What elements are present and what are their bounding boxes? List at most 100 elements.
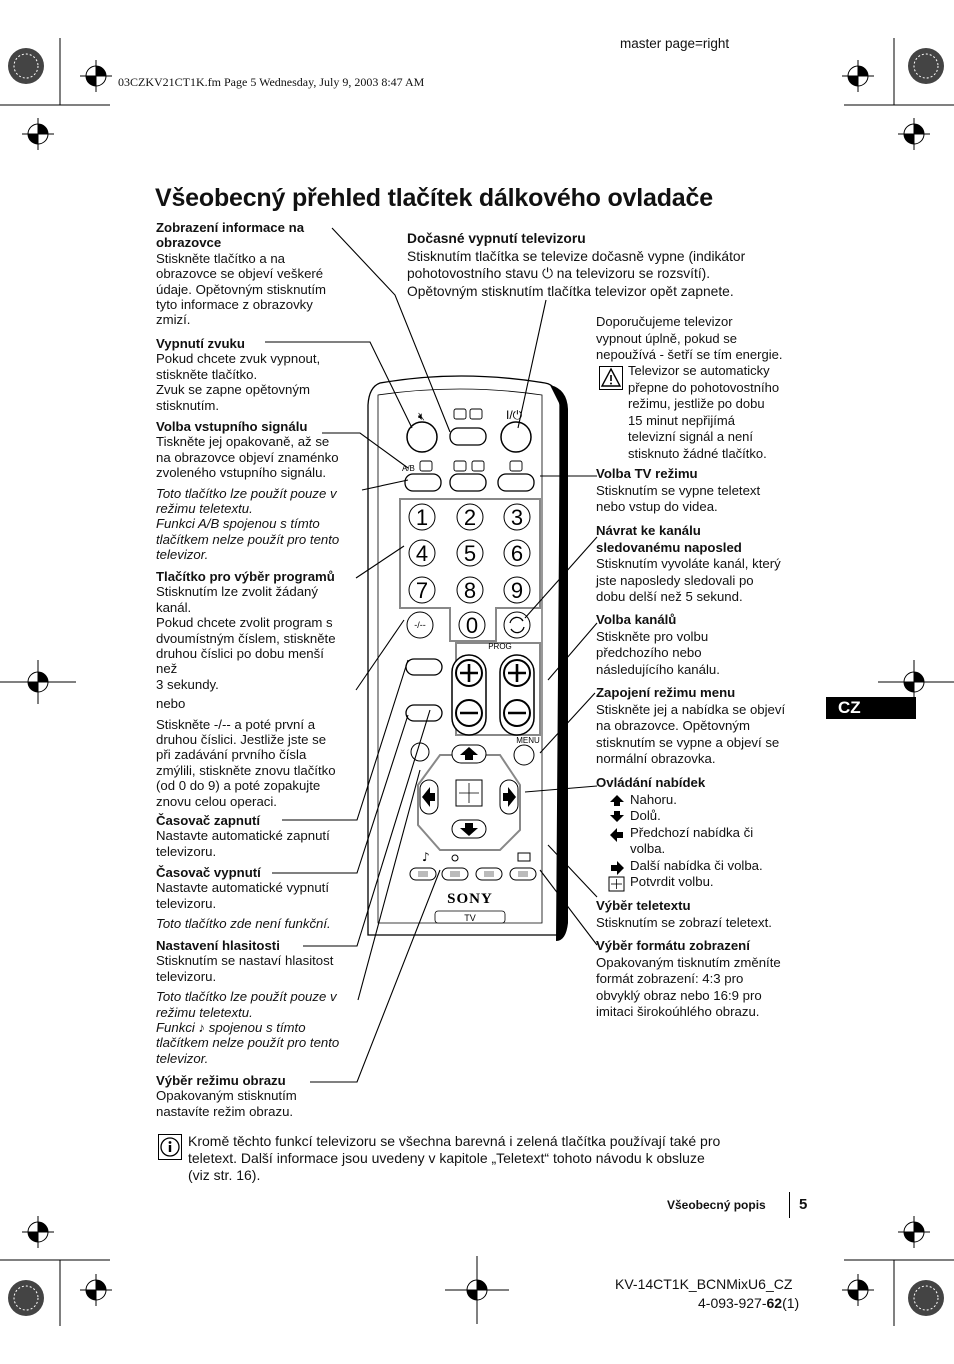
mute-title: Vypnutí zvuku: [156, 336, 245, 351]
timer-off-title: Časovač vypnutí: [156, 865, 261, 880]
digit-9: 9: [511, 578, 523, 603]
digit-1: 1: [416, 505, 428, 530]
tv-mode-annotation: Volba TV režimu Stisknutím se vypne tele…: [596, 466, 806, 516]
power-label: I/⏻: [506, 408, 523, 422]
footer-code-bold: 62: [766, 1295, 783, 1311]
program-line: kanál.: [156, 599, 192, 615]
mute-line: Zvuk se zapne opětovným: [156, 382, 310, 398]
last-channel-line: Stisknutím vyvoláte kanál, který: [596, 556, 781, 571]
input-note: Funkci A/B spojenou s tímto: [156, 516, 320, 532]
format-line: imitaci širokoúhlého obrazu.: [596, 1004, 760, 1019]
picture-title: Výběr režimu obrazu: [156, 1073, 286, 1088]
last-channel-annotation: Návrat ke kanálu sledovanému naposled St…: [596, 523, 806, 606]
menu-control-item-ok: Potvrdit volbu.: [630, 874, 714, 889]
program-line2: druhou číslici. Jestliže jste se: [156, 732, 327, 748]
warning-note: Televizor se automaticky přepne do pohot…: [628, 363, 808, 462]
menu-line: Stiskněte jej a nabídka se objeví: [596, 701, 786, 717]
menu-control-item-next: Další nabídka či volba.: [630, 857, 763, 873]
volume-annotation: Nastavení hlasitosti Stisknutím se nasta…: [156, 938, 361, 1066]
timer-off-annotation: Časovač vypnutí Nastavte automatické vyp…: [156, 865, 361, 932]
info-display-line: obrazovce se objeví veškeré: [156, 266, 324, 282]
menu-arrow-icons: [608, 795, 625, 892]
menu-line: stisknutím se vypne a objeví se: [596, 734, 780, 750]
input-line: na obrazovce objeví znaménko: [156, 449, 339, 465]
footer-divider: [789, 1192, 790, 1218]
digit-5: 5: [464, 541, 476, 566]
program-line: Stisknutím lze zvolit žádaný: [156, 584, 318, 600]
warning-line: režimu, jestliže po dobu: [628, 396, 765, 411]
program-line: 3 sekundy.: [156, 676, 219, 692]
master-page-label: master page=right: [620, 36, 730, 51]
channel-line: následujícího kanálu.: [596, 661, 720, 677]
menu-label: MENU: [516, 736, 540, 745]
menu-control-annotation: Ovládání nabídek Nahoru. Dolů. Předchozí…: [596, 775, 806, 891]
timer-off-note: Toto tlačítko zde není funkční.: [156, 916, 331, 932]
info-display-title-2: obrazovce: [156, 235, 222, 251]
digit-4: 4: [416, 541, 428, 566]
footer-section: Všeobecný popis: [667, 1198, 766, 1212]
channel-line: předchozího nebo: [596, 645, 702, 660]
teletext-annotation: Výběr teletextu Stisknutím se zobrazí te…: [596, 898, 806, 931]
footer-code: 4-093-927-62(1): [698, 1295, 799, 1311]
page-title: Všeobecný přehled tlačítek dálkového ovl…: [155, 184, 713, 212]
remote-control-illustration: 🔇︎ I/⏻ A/B 1 2 3 4 5 6 7 8 9 0 -/-- PROG: [367, 375, 568, 941]
volume-note: tlačítkem nelze použít pro tento: [156, 1035, 340, 1051]
format-annotation: Výběr formátu zobrazení Opakovaným tiskn…: [596, 938, 806, 1021]
bottom-info-line: Kromě těchto funkcí televizoru se všechn…: [188, 1133, 721, 1149]
info-display-line: údaje. Opětovným stisknutím: [156, 281, 327, 297]
footer-code-prefix: 4-093-927-: [698, 1295, 767, 1311]
input-title: Volba vstupního signálu: [156, 419, 308, 434]
timer-on-title: Časovač zapnutí: [156, 813, 261, 828]
program-line2: zmýlili, stiskněte znovu tlačítko: [156, 762, 336, 778]
bottom-info: Kromě těchto funkcí televizoru se všechn…: [188, 1133, 788, 1184]
volume-title: Nastavení hlasitosti: [156, 938, 280, 953]
standby-line: pohotovostního stavu ⏻ na televizoru se …: [407, 266, 711, 281]
arrow-down-icon: [610, 811, 624, 822]
arrow-right-icon: [611, 861, 624, 875]
input-note: režimu teletextu.: [156, 501, 253, 517]
warning-line: 15 minut nepřijímá: [628, 412, 735, 428]
format-line: obvyklý obraz nebo 16:9 pro: [596, 987, 762, 1003]
last-channel-line: dobu delší než 5 sekund.: [596, 589, 743, 604]
last-channel-line: jste naposledy sledovali po: [596, 572, 754, 588]
format-line: formát zobrazení: 4:3 pro: [596, 971, 744, 986]
info-display-annotation: Zobrazení informace na obrazovce Stiskně…: [156, 220, 356, 328]
picture-line: nastavíte režim obrazu.: [156, 1103, 294, 1119]
timer-on-line: televizoru.: [156, 843, 217, 859]
warning-line: televizní signál a není: [628, 429, 754, 444]
volume-note: televizor.: [156, 1050, 209, 1066]
svg-text:🔇︎: 🔇︎: [418, 410, 425, 423]
volume-line: Stisknutím se nastaví hlasitost: [156, 953, 334, 969]
input-annotation: Volba vstupního signálu Tiskněte jej opa…: [156, 419, 361, 563]
brand-label: SONY: [447, 891, 493, 907]
program-line: druhou číslici po dobu menší: [156, 646, 324, 662]
ab-label: A/B: [402, 464, 415, 473]
program-line: Pokud chcete zvolit program s: [156, 615, 333, 631]
menu-control-item-down: Dolů.: [630, 808, 661, 823]
warning-line: stisknuto žádné tlačítko.: [628, 445, 767, 461]
arrow-up-icon: [610, 795, 624, 806]
program-or: nebo: [156, 696, 186, 712]
timer-off-line: televizoru.: [156, 895, 217, 911]
input-note: tlačítkem nelze použít pro tento: [156, 531, 340, 547]
channel-annotation: Volba kanálů Stiskněte pro volbu předcho…: [596, 612, 806, 678]
volume-note: Toto tlačítko lze použít pouze v: [156, 989, 337, 1005]
warning-line: přepne do pohotovostního: [628, 379, 780, 395]
format-title: Výběr formátu zobrazení: [596, 938, 750, 953]
digit-7: 7: [416, 578, 428, 603]
volume-note: režimu teletextu.: [156, 1004, 253, 1020]
info-icon: [158, 1134, 182, 1160]
standby-line: Opětovným stisknutím tlačítka televizor …: [407, 283, 734, 299]
info-display-title-1: Zobrazení informace na: [156, 220, 305, 235]
input-note: televizor.: [156, 547, 209, 563]
standby-line: Stisknutím tlačítka se televize dočasně …: [407, 248, 746, 264]
picture-annotation: Výběr režimu obrazu Opakovaným stisknutí…: [156, 1073, 361, 1119]
timer-on-annotation: Časovač zapnutí Nastavte automatické zap…: [156, 813, 361, 859]
svg-text:♪: ♪: [422, 850, 430, 864]
tv-mode-line: Stisknutím se vypne teletext: [596, 482, 761, 498]
language-tab: CZ: [826, 697, 916, 719]
timer-on-line: Nastavte automatické zapnutí: [156, 828, 330, 844]
program-line: než: [156, 661, 178, 677]
